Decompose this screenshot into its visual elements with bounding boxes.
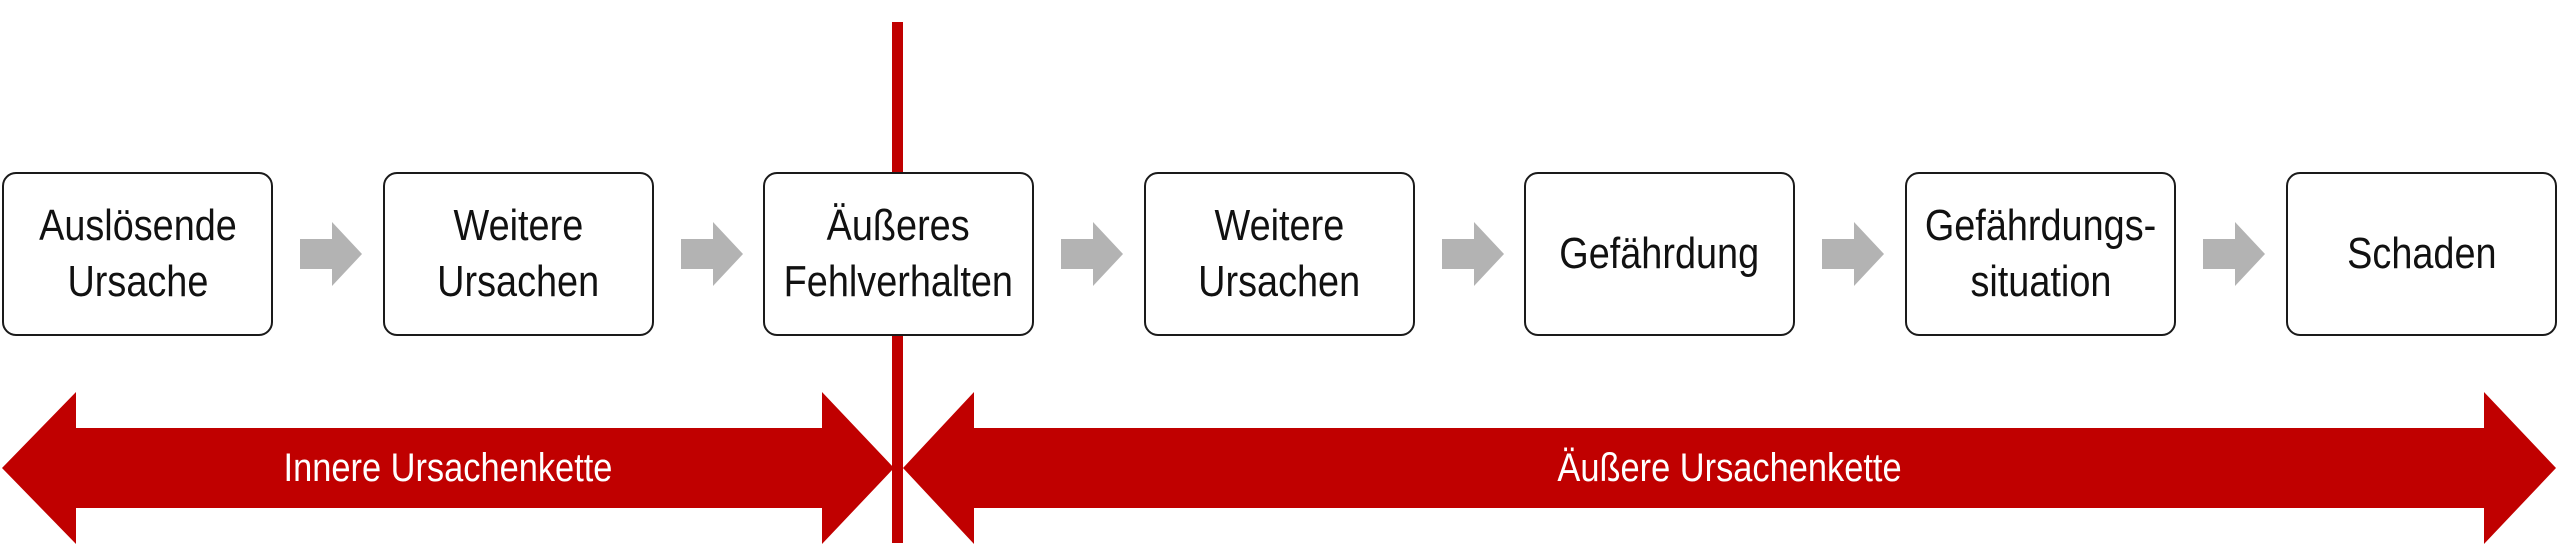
outer-chain-arrow <box>903 392 2556 544</box>
step-box: Schaden <box>2286 172 2557 336</box>
step-label-line: Gefährdung <box>1559 229 1760 278</box>
inner-chain-arrow <box>2 392 894 544</box>
right-arrow-icon <box>300 222 362 286</box>
step-label-line: Auslösende <box>38 201 237 250</box>
inner-chain-label: Innere Ursachenkette <box>283 446 613 490</box>
step-label-line: Schaden <box>2346 229 2497 278</box>
step-label-line: Äußeres <box>826 201 970 250</box>
right-arrow-icon <box>681 222 743 286</box>
step-label-line: Weitere <box>453 201 584 250</box>
step-label-line: Weitere <box>1214 201 1345 250</box>
step-label-line: Ursachen <box>1198 257 1361 306</box>
step-label-line: Fehlverhalten <box>783 257 1014 306</box>
step-label-line: Gefährdungs- <box>1924 201 2157 250</box>
right-arrow-icon <box>1442 222 1504 286</box>
step-label-line: Ursache <box>67 257 208 306</box>
right-arrow-icon <box>2203 222 2265 286</box>
step-box: Gefährdung <box>1524 172 1795 336</box>
step-box: Gefährdungs-situation <box>1905 172 2176 336</box>
right-arrow-icon <box>1822 222 1884 286</box>
outer-chain-label: Äußere Ursachenkette <box>1557 446 1902 490</box>
step-label-line: situation <box>1970 257 2111 306</box>
step-label-line: Ursachen <box>437 257 600 306</box>
right-arrow-icon <box>1061 222 1123 286</box>
